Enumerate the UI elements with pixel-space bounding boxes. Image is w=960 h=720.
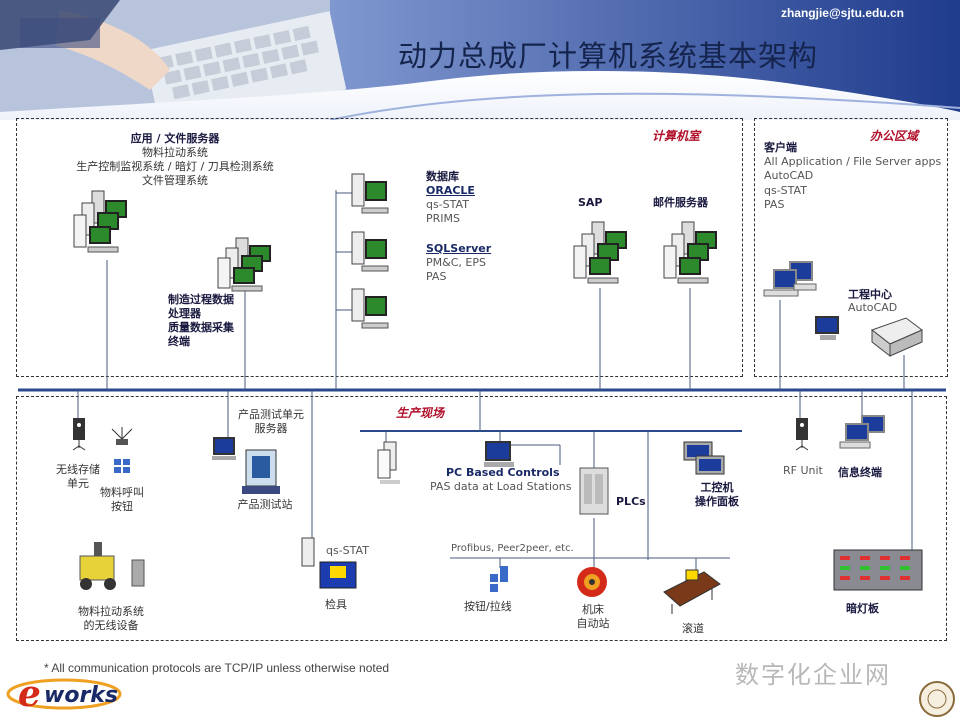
database-pc-icon-1 (351, 173, 389, 214)
seal-icon (919, 681, 955, 717)
sap-label: SAP (578, 196, 603, 209)
app-server-line-1: 物料拉动系统 (142, 146, 208, 159)
button-pull-label: 按钮/拉线 (464, 600, 512, 613)
database-pc-icon-3 (351, 288, 389, 329)
app-server-line-3: 文件管理系统 (142, 174, 208, 187)
pc-controls-icon (484, 441, 514, 467)
sqlserver-item-1: PM&C, EPS (426, 256, 486, 269)
plotter-icon (870, 317, 923, 358)
engineering-pc-icon (815, 316, 839, 340)
sap-server-icon (573, 221, 627, 284)
wireless-device-line-2: 的无线设备 (83, 619, 139, 632)
office-zone (754, 118, 948, 377)
svg-text:works: works (44, 683, 118, 708)
info-terminal-label: 信息终端 (838, 466, 882, 479)
oracle-label: ORACLE (426, 184, 475, 197)
mfg-data-line-3: 质量数据采集 (168, 321, 234, 334)
roller-conveyor-icon (663, 569, 721, 614)
pc-controls-title: PC Based Controls (446, 466, 560, 479)
andon-board-label: 暗灯板 (846, 602, 879, 615)
header-graphic (0, 0, 960, 120)
engineering-center-sub: AutoCAD (848, 301, 898, 314)
machine-station-line-1: 机床 (582, 603, 604, 616)
info-terminal-icon (839, 415, 885, 449)
rf-unit-icon (795, 418, 809, 451)
page-title: 动力总成厂计算机系统基本架构 (398, 39, 819, 73)
production-server-icon (377, 441, 400, 484)
test-server-line-2: 服务器 (254, 422, 288, 435)
client-item-3: qs-STAT (764, 184, 807, 197)
client-item-1: All Application / File Server apps (764, 155, 942, 168)
engineering-center-title: 工程中心 (848, 288, 892, 301)
qs-stat-label: qs-STAT (326, 544, 369, 557)
call-button-line-1: 物料呼叫 (100, 486, 144, 499)
ipc-line-2: 操作面板 (695, 495, 739, 508)
production-label: 生产现场 (396, 406, 445, 420)
wireless-storage-line-2: 单元 (67, 477, 89, 490)
andon-board-icon (833, 549, 923, 591)
client-pc-icon (763, 261, 817, 297)
svg-text:e: e (18, 673, 41, 715)
production-zone (16, 396, 947, 641)
app-server-title: 应用 / 文件服务器 (130, 132, 220, 145)
machine-station-line-2: 自动站 (576, 617, 610, 630)
ipc-panel-icon (683, 441, 725, 475)
database-title: 数据库 (426, 170, 459, 183)
profibus-label: Profibus, Peer2peer, etc. (451, 543, 574, 554)
call-button-line-2: 按钮 (111, 500, 133, 513)
rf-unit-label: RF Unit (783, 464, 823, 477)
app-server-line-2: 生产控制监视系统 / 暗灯 / 刀具检测系统 (76, 160, 274, 173)
material-call-button-icon (111, 427, 133, 473)
header-banner (0, 0, 960, 120)
sqlserver-label: SQLServer (426, 242, 492, 255)
eworks-logo: e works (6, 673, 122, 715)
plcs-label: PLCs (616, 495, 646, 508)
mail-server-label: 邮件服务器 (653, 196, 708, 209)
client-title: 客户端 (764, 141, 797, 154)
mfg-data-line-1: 制造过程数据 (168, 293, 234, 306)
test-server-line-1: 产品测试单元 (238, 408, 304, 421)
pc-controls-sub: PAS data at Load Stations (430, 480, 572, 493)
protocol-footnote: * All communication protocols are TCP/IP… (44, 661, 390, 675)
mfg-data-line-2: 处理器 (168, 307, 201, 320)
mfg-data-server-icon (217, 237, 271, 292)
computer-room-label: 计算机室 (652, 129, 701, 143)
sqlserver-item-2: PAS (426, 270, 447, 283)
watermark-brand: 数字化企业网 (735, 661, 891, 689)
gauge-label: 检具 (325, 598, 347, 611)
computer-room-zone (16, 118, 743, 377)
plc-cabinet-icon (579, 467, 609, 515)
wireless-storage-icon (72, 418, 86, 451)
machine-station-icon (577, 567, 607, 597)
wireless-storage-line-1: 无线存储 (56, 463, 100, 476)
product-test-station-icon (212, 437, 280, 494)
ipc-line-1: 工控机 (700, 481, 734, 494)
oracle-item-2: PRIMS (426, 212, 460, 225)
roller-label: 滚道 (682, 622, 704, 635)
wireless-device-line-1: 物料拉动系统 (78, 605, 144, 618)
database-pc-icon-2 (351, 231, 389, 272)
mail-server-icon (663, 221, 717, 284)
email-address: zhangjie@sjtu.edu.cn (780, 6, 904, 20)
button-pull-icon (490, 566, 508, 592)
gauge-icon (301, 537, 357, 589)
mfg-data-line-4: 终端 (168, 335, 190, 348)
client-item-4: PAS (764, 198, 785, 211)
test-station-label: 产品测试站 (237, 498, 293, 511)
app-server-icon (73, 190, 127, 253)
oracle-item-1: qs-STAT (426, 198, 469, 211)
wireless-device-icon (79, 542, 145, 590)
office-label: 办公区域 (870, 129, 919, 143)
client-item-2: AutoCAD (764, 169, 814, 182)
